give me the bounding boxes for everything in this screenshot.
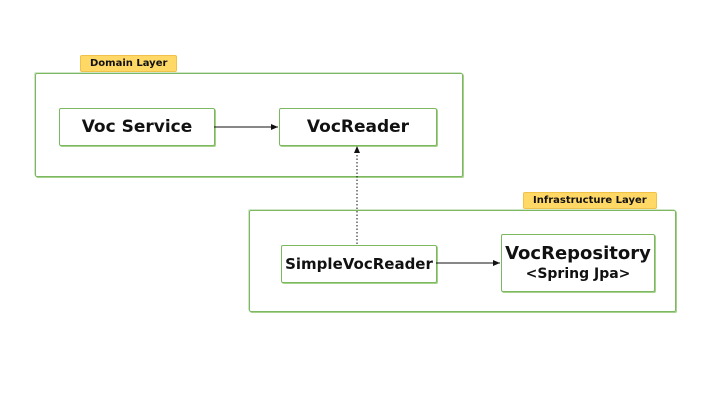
infrastructure-layer xyxy=(249,210,676,312)
voc-repository-label: VocRepository xyxy=(505,242,651,264)
voc-reader-label: VocReader xyxy=(306,117,410,137)
voc-service-node[interactable]: Voc Service xyxy=(59,108,215,146)
domain-layer xyxy=(35,73,463,177)
voc-service-label: Voc Service xyxy=(81,117,193,137)
simple-voc-reader-label: SimpleVocReader xyxy=(285,255,433,273)
simple-voc-reader-node[interactable]: SimpleVocReader xyxy=(281,245,437,283)
voc-repository-sublabel: <Spring Jpa> xyxy=(525,265,631,282)
infrastructure-layer-label: Infrastructure Layer xyxy=(523,192,657,209)
voc-repository-node[interactable]: VocRepository <Spring Jpa> xyxy=(501,234,655,292)
domain-layer-label: Domain Layer xyxy=(80,55,178,72)
voc-reader-node[interactable]: VocReader xyxy=(279,108,437,146)
